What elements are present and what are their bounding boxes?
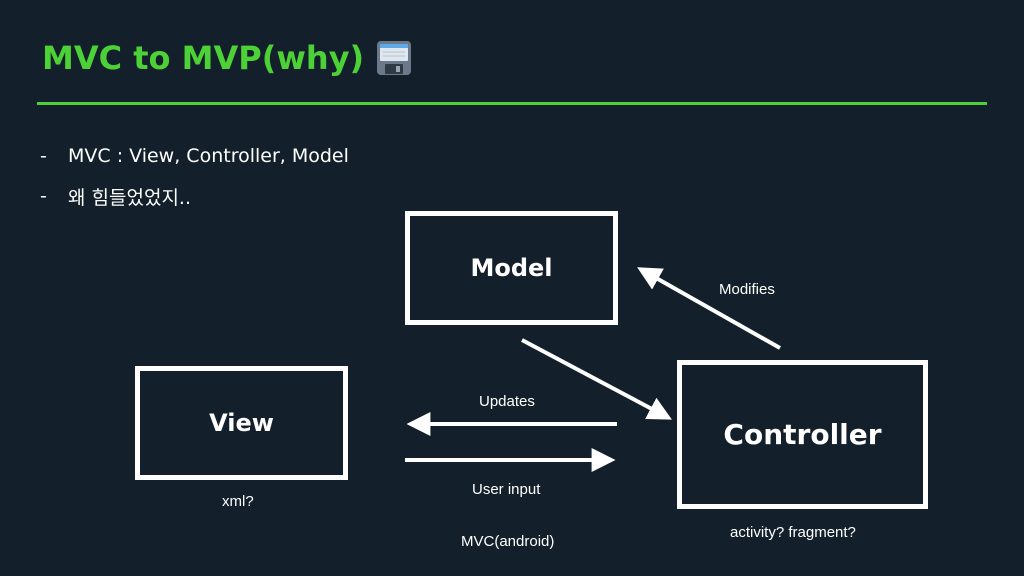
bullet-text: 왜 힘들었었지.. bbox=[68, 186, 191, 209]
controller-box: Controller bbox=[677, 360, 928, 509]
floppy-disk-icon bbox=[377, 41, 412, 75]
bullet-item: - MVC : View, Controller, Model bbox=[40, 140, 349, 172]
controller-box-label: Controller bbox=[723, 418, 882, 451]
slide-title-text: MVC to MVP(why) bbox=[42, 39, 365, 77]
view-note: xml? bbox=[222, 493, 254, 510]
title-divider bbox=[37, 102, 987, 105]
updates-label: Updates bbox=[479, 393, 535, 410]
controller-note: activity? fragment? bbox=[730, 524, 856, 541]
bullet-item: - 왜 힘들었었지.. bbox=[40, 180, 349, 212]
view-box-label: View bbox=[209, 409, 274, 437]
user-input-label: User input bbox=[472, 481, 541, 498]
slide-title: MVC to MVP(why) bbox=[42, 36, 412, 80]
arrow-model-to-controller bbox=[521, 338, 672, 420]
arrow-modifies bbox=[637, 267, 781, 350]
bullet-text: MVC : View, Controller, Model bbox=[68, 145, 349, 167]
bullet-dash: - bbox=[40, 185, 47, 207]
modifies-label: Modifies bbox=[719, 281, 775, 298]
model-box-label: Model bbox=[470, 254, 553, 282]
view-box: View bbox=[135, 366, 348, 480]
model-box: Model bbox=[405, 211, 618, 325]
diagram-caption: MVC(android) bbox=[461, 533, 555, 550]
bullet-dash: - bbox=[40, 145, 47, 167]
bullet-list: - MVC : View, Controller, Model - 왜 힘들었었… bbox=[40, 140, 349, 220]
